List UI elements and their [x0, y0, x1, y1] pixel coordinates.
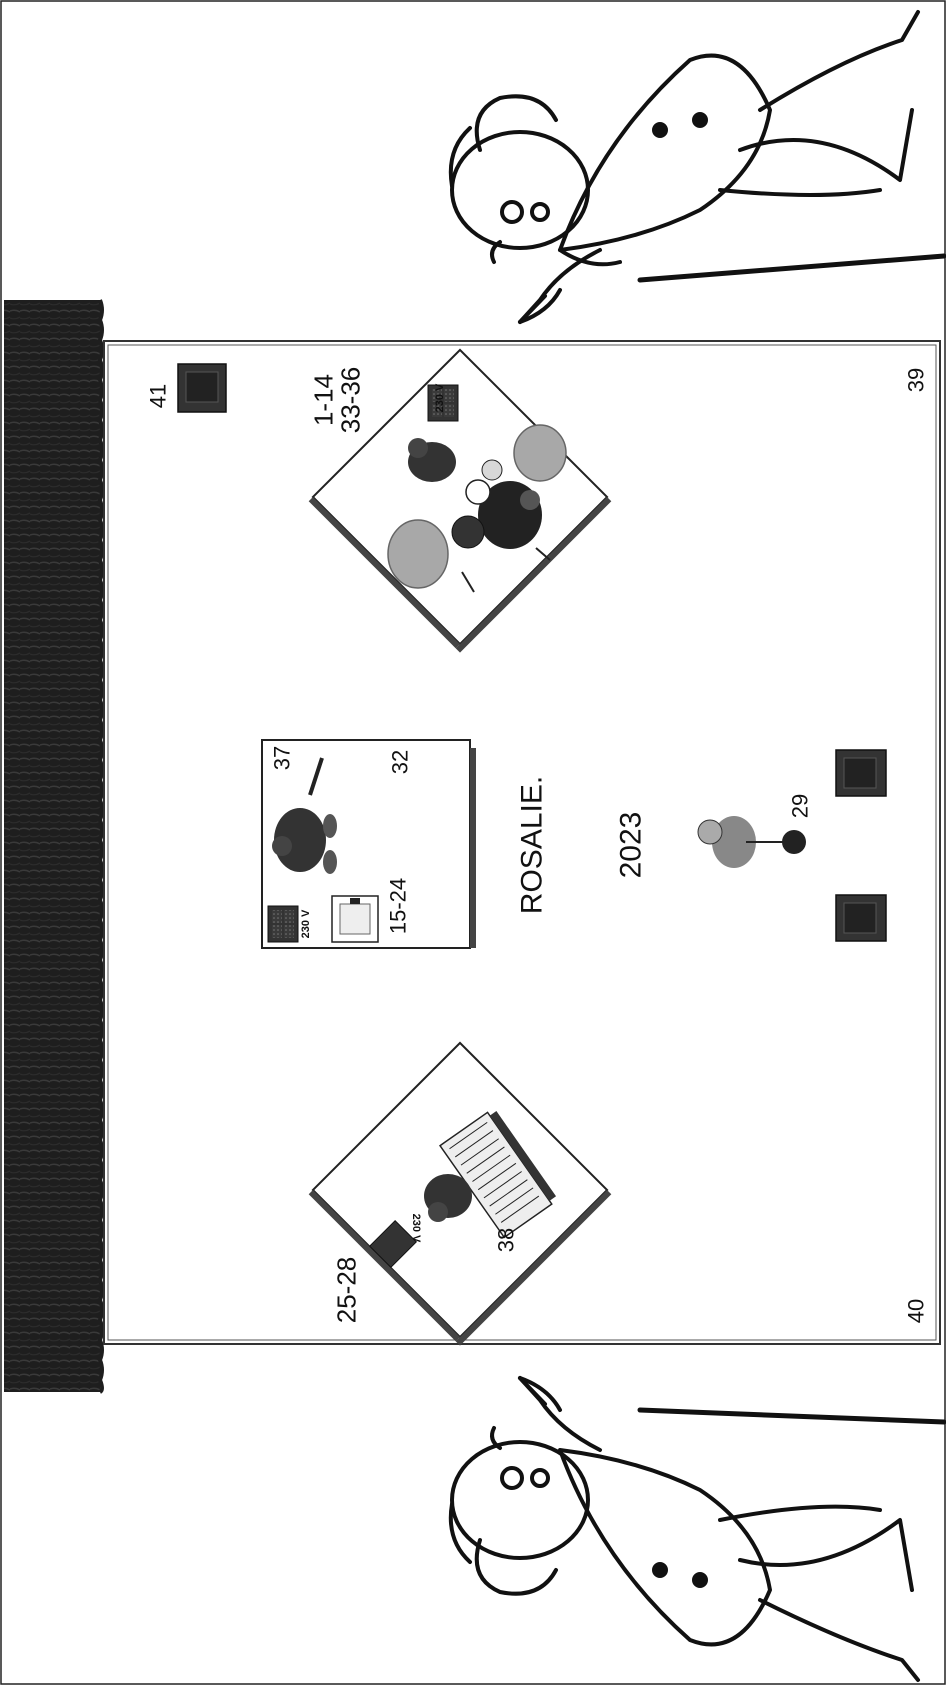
stage-curtain-icon	[4, 300, 102, 1392]
amplifier-icon-guitar	[332, 896, 378, 942]
power-label-drums: 230 V	[434, 384, 446, 413]
label-keys-channels: 25-28	[333, 1257, 360, 1324]
cartoon-pointing-man-icon-left	[451, 1378, 944, 1680]
band-name: ROSALIE.	[516, 776, 549, 914]
side-fill-monitor-icon	[178, 364, 226, 412]
wedge-monitor-icon-right	[836, 750, 886, 796]
label-guitar-channels: 15-24	[386, 878, 409, 934]
band-year: 2023	[615, 776, 648, 914]
label-guitar-top: 37	[270, 746, 293, 770]
band-title: ROSALIE. 2023	[450, 776, 681, 914]
label-guitar-side: 32	[388, 750, 411, 774]
label-keys-player: 38	[494, 1228, 517, 1252]
wedge-monitor-icon-left	[836, 895, 886, 941]
label-vocal-mic: 29	[788, 794, 811, 818]
label-drum-channels: 1-14 33-36	[311, 367, 366, 434]
power-label-keys: 230 V	[410, 1214, 422, 1243]
label-corner-right: 39	[904, 368, 927, 392]
power-outlet-icon-guitar	[268, 906, 298, 942]
microphone-icon	[782, 830, 806, 854]
power-label-guitar: 230 V	[300, 910, 312, 939]
cymbal-left	[388, 520, 448, 588]
cartoon-pointing-man-icon-right	[451, 12, 944, 322]
cymbal-right	[514, 425, 566, 481]
label-corner-left: 40	[904, 1299, 927, 1323]
label-side-fill: 41	[146, 384, 169, 408]
